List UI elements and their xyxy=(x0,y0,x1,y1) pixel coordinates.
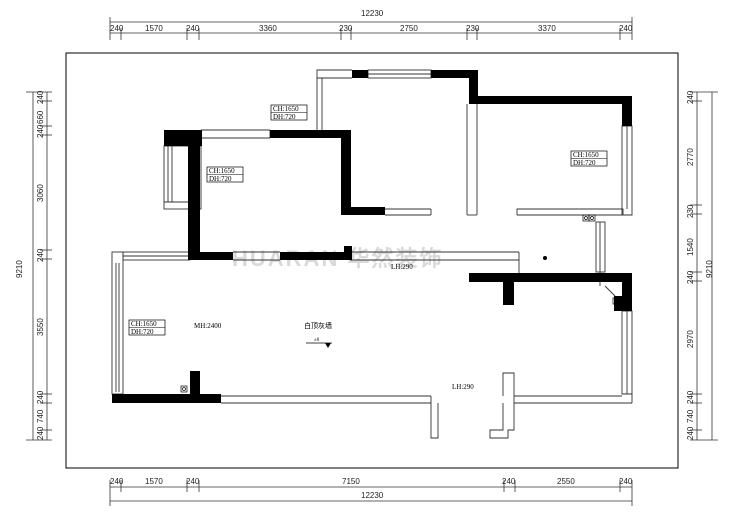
left-dimensions xyxy=(26,91,52,441)
svg-text:CH:1650: CH:1650 xyxy=(209,167,235,175)
dim-top-1: 240 xyxy=(110,24,124,33)
lh-label-upper: LH:290 xyxy=(391,263,413,271)
svg-text:±0: ±0 xyxy=(314,338,320,343)
drawing-frame xyxy=(65,52,679,469)
svg-text:DH:720: DH:720 xyxy=(273,113,296,121)
dim-top-6: 2750 xyxy=(400,24,418,33)
svg-text:DH:720: DH:720 xyxy=(209,175,232,183)
dim-top-4: 3360 xyxy=(259,24,277,33)
right-dimensions xyxy=(690,91,718,441)
dim-bottom-total: 12230 xyxy=(361,491,384,500)
left-dim-labels: 9210 240 660 240 3060 240 3550 240 740 2… xyxy=(15,90,45,440)
dim-right-8: 740 xyxy=(686,409,695,423)
dim-bottom-5: 240 xyxy=(502,477,516,486)
dim-bottom-6: 2550 xyxy=(557,477,575,486)
dim-left-4: 3060 xyxy=(36,184,45,202)
dim-left-9: 240 xyxy=(36,426,45,440)
dim-left-8: 740 xyxy=(36,409,45,423)
dim-right-7: 240 xyxy=(686,390,695,404)
bottom-dimensions xyxy=(109,480,633,506)
dim-left-6: 3550 xyxy=(36,318,45,336)
dim-top-9: 240 xyxy=(619,24,633,33)
drain-icon xyxy=(182,387,186,391)
window-tag-1: CH:1650 DH:720 xyxy=(270,104,308,121)
room-finish-label: 白顶灰墙 xyxy=(304,321,332,330)
window-tag-4: CH:1650 DH:720 xyxy=(128,319,166,336)
right-dim-labels: 240 2770 230 1540 240 2970 240 740 240 9… xyxy=(686,90,714,440)
window-tag-2: CH:1650 DH:720 xyxy=(206,166,244,183)
dim-right-4: 1540 xyxy=(686,238,695,256)
dim-right-5: 240 xyxy=(686,270,695,284)
thin-walls xyxy=(111,69,633,439)
dim-left-2: 660 xyxy=(36,110,45,124)
svg-text:DH:720: DH:720 xyxy=(131,328,154,336)
dim-left-1: 240 xyxy=(36,90,45,104)
window-tag-3: CH:1650 DH:720 xyxy=(570,150,608,167)
dim-right-9: 240 xyxy=(686,426,695,440)
dim-bottom-4: 7150 xyxy=(342,477,360,486)
pipe-fixture xyxy=(180,385,188,393)
dim-left-5: 240 xyxy=(36,248,45,262)
dim-top-8: 3370 xyxy=(538,24,556,33)
dim-top-7: 230 xyxy=(466,24,480,33)
dim-top-total: 12230 xyxy=(361,9,384,18)
dim-right-2: 2770 xyxy=(686,148,695,166)
floor-drain-icon xyxy=(543,256,547,260)
load-bearing-walls xyxy=(112,70,632,403)
dim-right-total: 9210 xyxy=(705,260,714,278)
dim-top-3: 240 xyxy=(186,24,200,33)
dim-bottom-1: 240 xyxy=(110,477,124,486)
top-dimensions xyxy=(109,17,633,40)
fixtures xyxy=(180,214,620,393)
pipe-fixture xyxy=(588,214,596,222)
dim-right-3: 230 xyxy=(686,204,695,218)
mh-label: MH:2400 xyxy=(194,322,222,330)
svg-text:CH:1650: CH:1650 xyxy=(131,320,157,328)
dim-left-3: 240 xyxy=(36,124,45,138)
dim-left-7: 240 xyxy=(36,390,45,404)
lh-label-lower: LH:290 xyxy=(452,383,474,391)
dim-left-total: 9210 xyxy=(15,260,24,278)
svg-text:CH:1650: CH:1650 xyxy=(573,151,599,159)
dim-right-1: 240 xyxy=(686,90,695,104)
svg-text:CH:1650: CH:1650 xyxy=(273,105,299,113)
pipe-fixture xyxy=(612,297,620,305)
pipe-fixture xyxy=(582,214,590,222)
dim-right-6: 2970 xyxy=(686,330,695,348)
dim-top-2: 1570 xyxy=(145,24,163,33)
dim-bottom-2: 1570 xyxy=(145,477,163,486)
level-marker-icon: ±0 xyxy=(306,338,332,348)
svg-text:DH:720: DH:720 xyxy=(573,159,596,167)
dim-bottom-3: 240 xyxy=(186,477,200,486)
dim-bottom-7: 240 xyxy=(619,477,633,486)
dim-top-5: 230 xyxy=(339,24,353,33)
